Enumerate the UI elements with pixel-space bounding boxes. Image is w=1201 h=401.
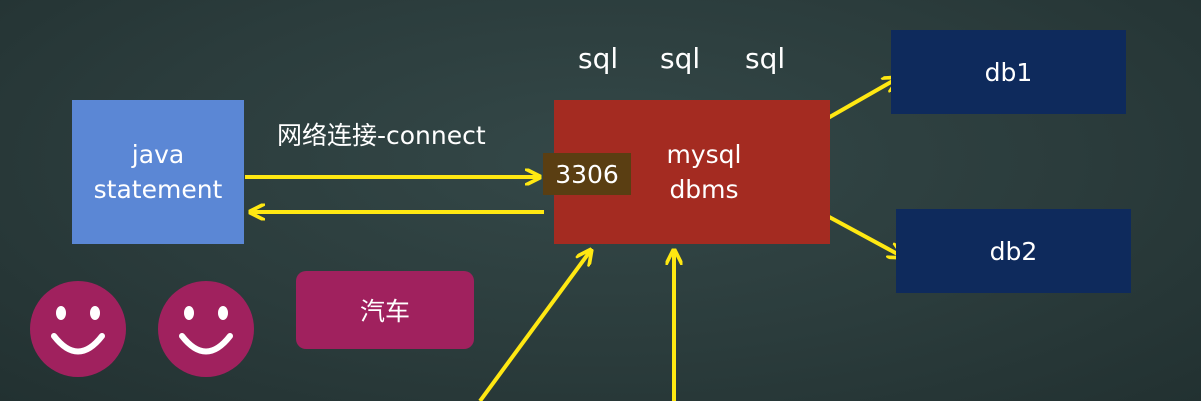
port-badge: 3306 (543, 153, 631, 195)
smiley-face-icon (158, 281, 254, 377)
dbms-label: dbms (669, 175, 739, 204)
arrow-client-1-to-mysql (478, 250, 591, 401)
sql-label-3: sql (745, 42, 786, 75)
connection-label: 网络连接-connect (277, 121, 486, 150)
sql-label-2: sql (660, 42, 701, 75)
car-box: 汽车 (296, 271, 474, 349)
sql-label-1: sql (578, 42, 619, 75)
mysql-label: mysql (666, 140, 742, 169)
java-label: java (131, 140, 185, 169)
statement-label: statement (93, 175, 223, 204)
smiley-face-icon (30, 281, 126, 377)
db2-box: db2 (896, 209, 1131, 293)
db1-box: db1 (891, 30, 1126, 114)
java-statement-box: java statement (72, 100, 244, 244)
